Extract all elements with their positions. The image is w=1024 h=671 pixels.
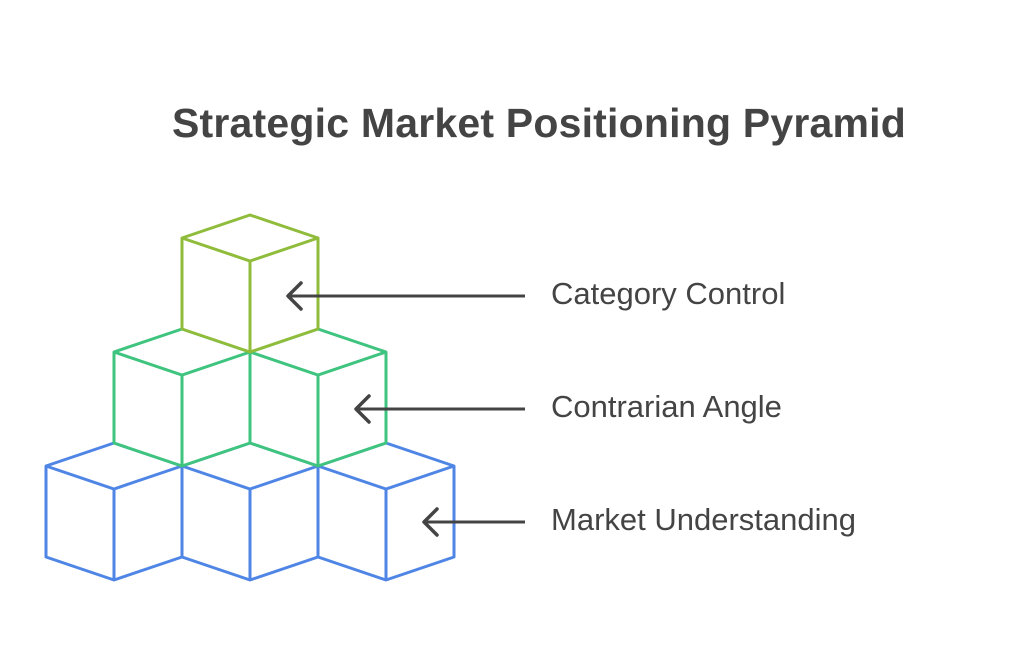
arrow-contrarian-angle: [354, 394, 525, 424]
label-contrarian-angle: Contrarian Angle: [551, 389, 782, 424]
label-category-control: Category Control: [551, 276, 786, 311]
cube-level-2-0: [44, 441, 184, 582]
arrow-category-control: [286, 281, 525, 311]
arrow-market-understanding: [422, 507, 525, 537]
diagram-title: Strategic Market Positioning Pyramid: [172, 100, 906, 146]
cube-level-0-0: [180, 213, 320, 354]
cube-level-1-0: [112, 327, 252, 468]
cube-level-2-1: [180, 441, 320, 582]
label-market-understanding: Market Understanding: [551, 502, 856, 537]
